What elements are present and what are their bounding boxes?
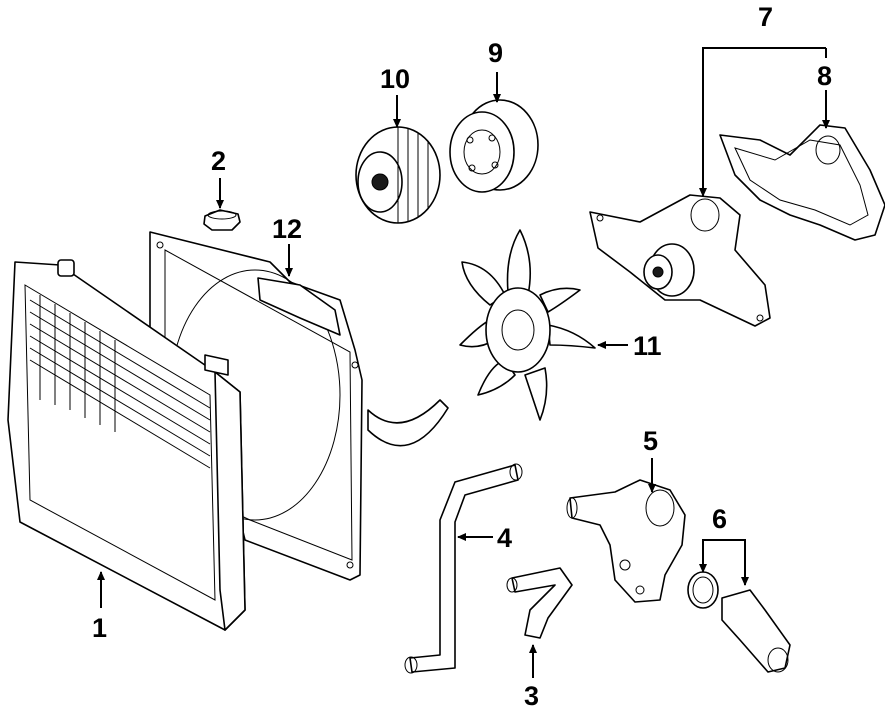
water-pump [589,194,771,327]
radiator [7,259,246,631]
radiator-cap [203,209,241,231]
leader-lines [97,47,830,678]
water-pump-pulley [449,99,539,193]
callout-10: 10 [380,64,410,94]
callout-1: 1 [92,613,107,643]
thermostat [687,571,791,673]
cooling-fan [459,229,596,421]
callout-4: 4 [497,523,512,553]
water-pump-gasket [719,124,885,241]
radiator-hose-lower [506,567,573,639]
callout-12: 12 [272,214,302,244]
fan-clutch [355,126,441,224]
callout-numbers: 1 2 3 4 5 6 7 8 9 10 11 12 [92,2,832,711]
callout-9: 9 [488,38,503,68]
callout-2: 2 [211,146,226,176]
callout-11: 11 [633,331,662,361]
callout-5: 5 [643,426,658,456]
callout-3: 3 [524,681,539,711]
callout-7: 7 [758,2,773,32]
callout-6: 6 [712,504,727,534]
water-inlet-housing [566,479,686,603]
radiator-hose-upper [404,463,523,674]
callout-8: 8 [817,61,832,91]
